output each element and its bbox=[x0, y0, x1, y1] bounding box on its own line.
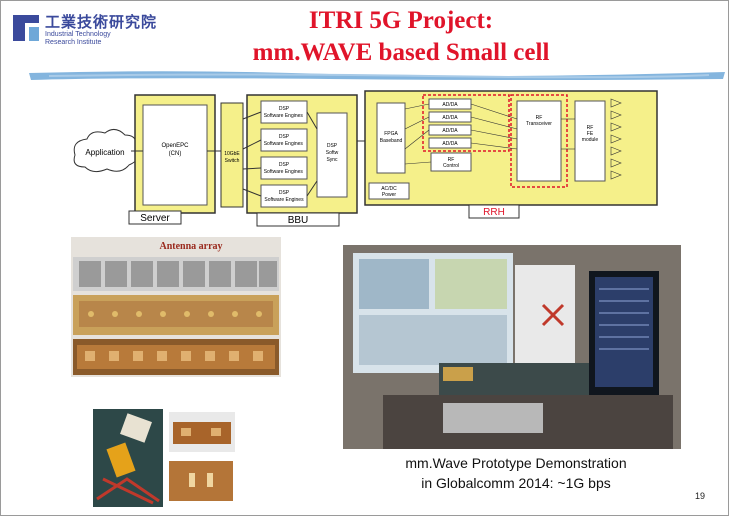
itri-logo-icon bbox=[11, 13, 41, 43]
slide-title-line1: ITRI 5G Project: bbox=[308, 7, 494, 34]
application-label: Application bbox=[85, 148, 124, 157]
server-block-label: OpenEPC(CN) bbox=[161, 143, 189, 157]
slide-title-line2: mm.WAVE based Small cell bbox=[252, 39, 550, 66]
demonstration-caption-line1: mm.Wave Prototype Demonstration bbox=[405, 455, 627, 471]
itri-logo: 工業技術研究院 Industrial Technology Research I… bbox=[11, 11, 156, 51]
logo-english-line2: Research Institute bbox=[45, 39, 102, 46]
antenna-array-caption: Antenna array bbox=[159, 241, 222, 252]
slide-title: ITRI 5G Project: mm.WAVE based Small cel… bbox=[191, 5, 611, 69]
application-cloud: Application bbox=[73, 129, 139, 173]
server-label: Server bbox=[140, 213, 170, 224]
rrh-label: RRH bbox=[483, 207, 505, 218]
pcb-module-photo-2 bbox=[169, 461, 233, 501]
demonstration-caption-line2: in Globalcomm 2014: ~1G bps bbox=[421, 475, 611, 491]
logo-chinese-name: 工業技術研究院 bbox=[45, 13, 158, 31]
antenna-module-photo bbox=[93, 409, 163, 507]
page-number: 19 bbox=[695, 491, 706, 501]
logo-english-line1: Industrial Technology bbox=[45, 31, 111, 38]
bbu-label: BBU bbox=[288, 215, 309, 226]
pcb-module-photo-1 bbox=[169, 412, 235, 452]
demonstration-caption: mm.Wave Prototype Demonstration in Globa… bbox=[346, 453, 686, 493]
antenna-array-photo: Antenna array bbox=[71, 237, 281, 377]
antenna-triangles bbox=[610, 98, 622, 180]
logo-english-name: Industrial Technology Research Institute bbox=[45, 31, 111, 47]
title-underline-brush bbox=[29, 71, 725, 80]
demonstration-photo bbox=[343, 245, 681, 449]
